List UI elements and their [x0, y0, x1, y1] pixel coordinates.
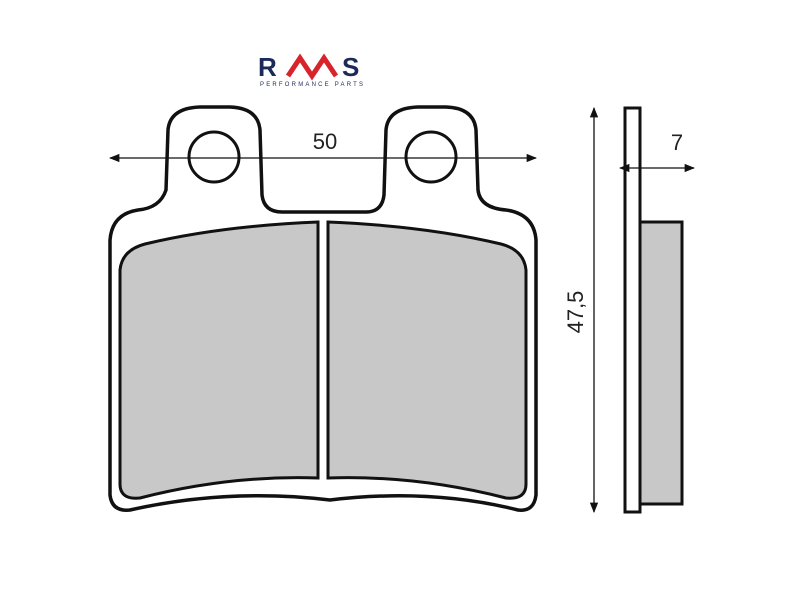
mounting-hole-left [187, 130, 241, 184]
rms-logo: R S PERFORMANCE PARTS [258, 52, 365, 88]
friction-pad-right [326, 220, 528, 500]
height-dimension-label: 47,5 [563, 291, 588, 334]
friction-pad-left [118, 220, 320, 500]
svg-text:PERFORMANCE PARTS: PERFORMANCE PARTS [260, 82, 365, 88]
mounting-hole-right [404, 130, 458, 184]
side-friction-material [638, 220, 684, 506]
thickness-dimension-label: 7 [671, 130, 683, 155]
svg-text:S: S [342, 52, 359, 82]
svg-text:R: R [258, 52, 279, 82]
width-dimension-label: 50 [313, 129, 337, 154]
